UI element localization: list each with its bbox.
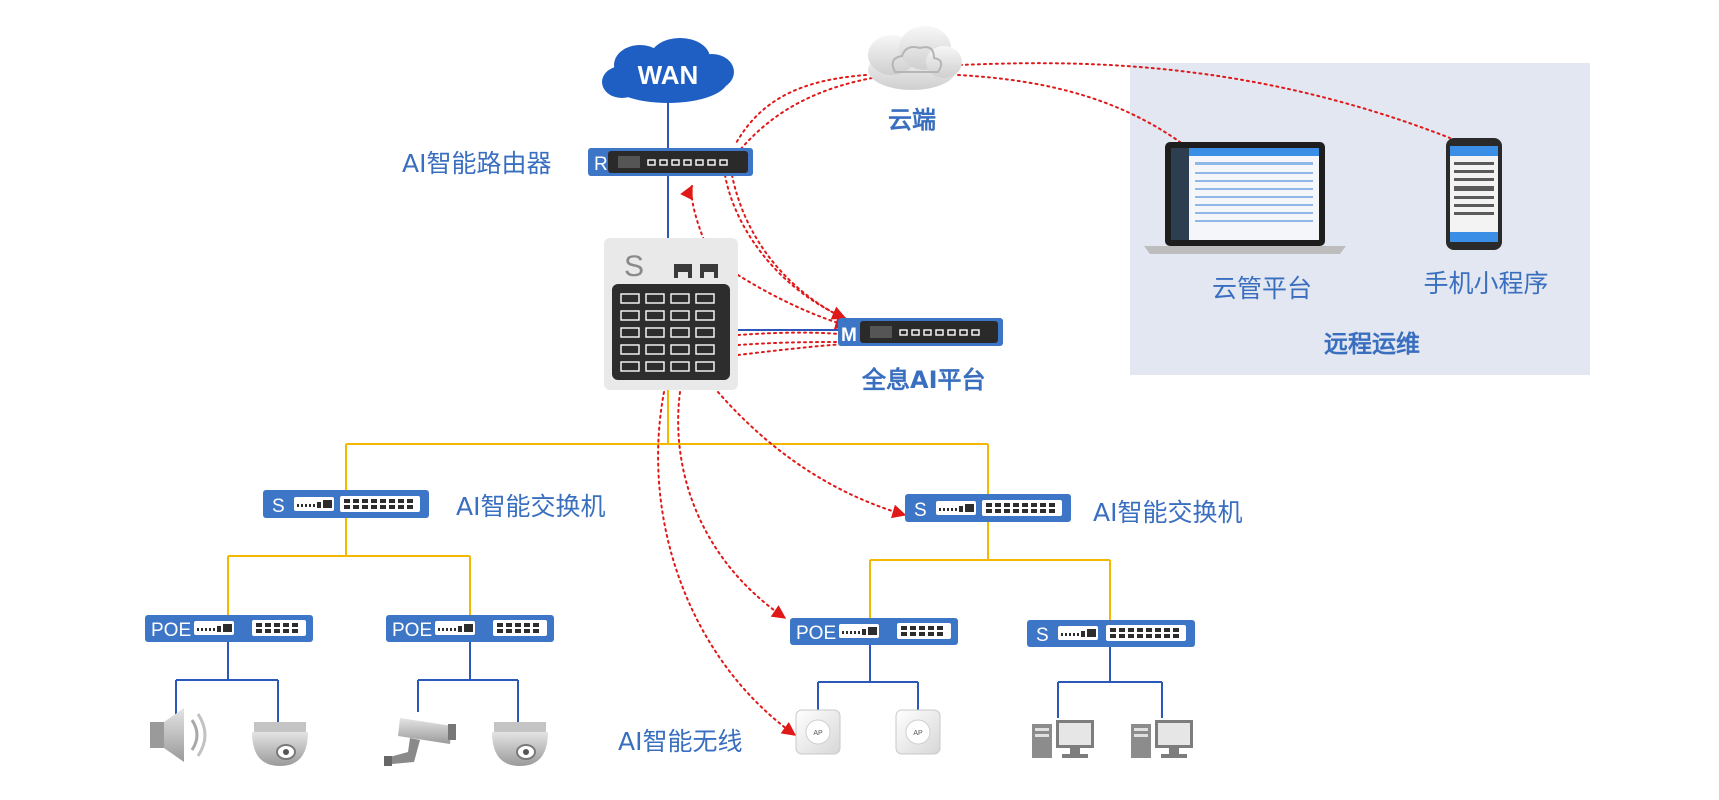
poe1-label: POE (151, 620, 191, 641)
trunk-lines (227, 388, 1111, 620)
router-label: AI智能路由器 (402, 149, 551, 178)
desktop-pc-icon-2 (1131, 720, 1193, 758)
poe-switch-3[interactable]: POE (790, 618, 958, 645)
poe2-label: POE (392, 620, 432, 641)
ai-switch-right[interactable]: S (905, 494, 1071, 522)
access-point-icon: AP (795, 709, 841, 755)
wan-label: WAN (638, 60, 699, 90)
cloud-icon (868, 26, 962, 90)
access-links (175, 642, 1163, 722)
uplink-port-icon (674, 264, 718, 278)
remote-ops-label: 远程运维 (1324, 330, 1420, 358)
cloud-label: 云端 (888, 106, 936, 134)
cloud-platform-label: 云管平台 (1212, 274, 1312, 303)
ap-label-2: AP (913, 730, 923, 737)
ai-control-links (657, 62, 1451, 736)
core-switch[interactable]: S (604, 238, 738, 390)
bullet-camera-icon (384, 718, 456, 766)
switch-left-label: AI智能交换机 (456, 492, 605, 521)
poe-switch-1[interactable]: POE (145, 615, 313, 642)
switch-left-letter: S (272, 496, 285, 517)
wan-cloud-icon: WAN (602, 38, 734, 103)
manager-label: 全息AI平台 (861, 366, 986, 394)
wireless-label: AI智能无线 (618, 727, 742, 756)
pc-switch-letter: S (1036, 625, 1049, 646)
ai-router[interactable]: R (588, 148, 753, 176)
switch-right-label: AI智能交换机 (1093, 498, 1242, 527)
desktop-pc-icon (1032, 720, 1094, 758)
core-switch-letter: S (624, 250, 644, 283)
router-letter: R (594, 154, 608, 175)
laptop-icon (1144, 142, 1346, 254)
access-point-icon-2: AP (895, 709, 941, 755)
phone-icon (1446, 138, 1502, 250)
dome-camera-icon-2 (491, 721, 549, 767)
poe-switch-2[interactable]: POE (386, 615, 554, 642)
ap-label-1: AP (813, 730, 823, 737)
pc-switch[interactable]: S (1027, 620, 1195, 647)
dome-camera-icon (251, 721, 309, 767)
mini-program-label: 手机小程序 (1423, 269, 1548, 298)
ai-switch-left[interactable]: S (263, 490, 429, 518)
poe3-label: POE (796, 623, 836, 644)
speaker-icon (150, 708, 207, 762)
ai-manager[interactable]: M (838, 318, 1003, 346)
manager-letter: M (841, 325, 857, 346)
switch-right-letter: S (914, 500, 927, 521)
